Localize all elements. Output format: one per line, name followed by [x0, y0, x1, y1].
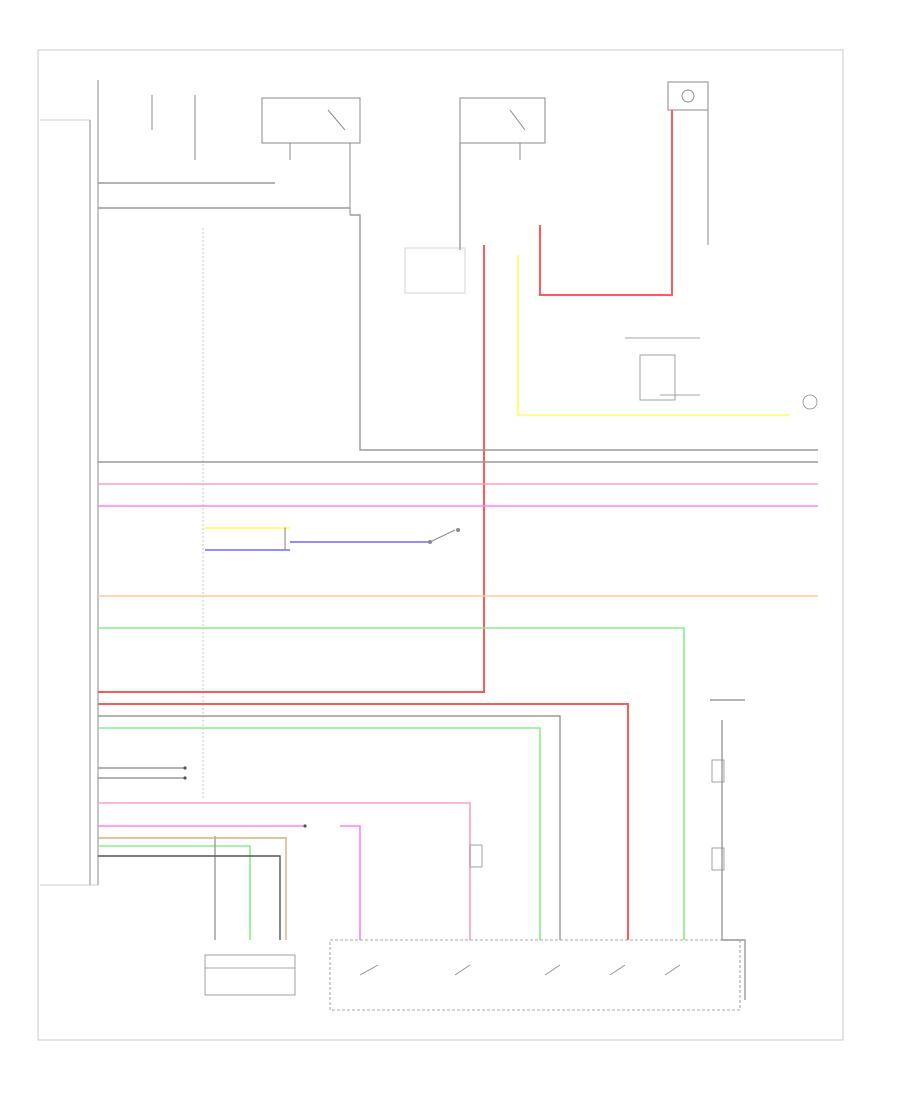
pink-wires — [98, 483, 818, 940]
relay-box-center — [459, 97, 546, 160]
right-components — [469, 759, 725, 871]
diagram-frame — [37, 49, 844, 1041]
switch-center — [284, 527, 460, 551]
blue-wire — [205, 541, 430, 551]
gray-wires — [98, 143, 818, 1000]
component-middle-right — [625, 337, 818, 410]
bottom-left-unit — [204, 954, 296, 996]
dark-wire — [98, 855, 281, 940]
violet-wires — [98, 505, 818, 940]
bottom-switch-assembly — [329, 939, 741, 1011]
green-wires — [98, 627, 685, 940]
relay-box-right — [667, 81, 709, 245]
left-connector-block — [40, 80, 99, 886]
small-junction-top — [404, 247, 466, 294]
red-wires — [98, 110, 673, 940]
connector-dots — [183, 766, 307, 828]
fuse-marks — [151, 95, 196, 160]
relay-box-left — [261, 97, 361, 215]
tan-wire — [98, 837, 287, 940]
yellow-wires — [205, 255, 790, 529]
